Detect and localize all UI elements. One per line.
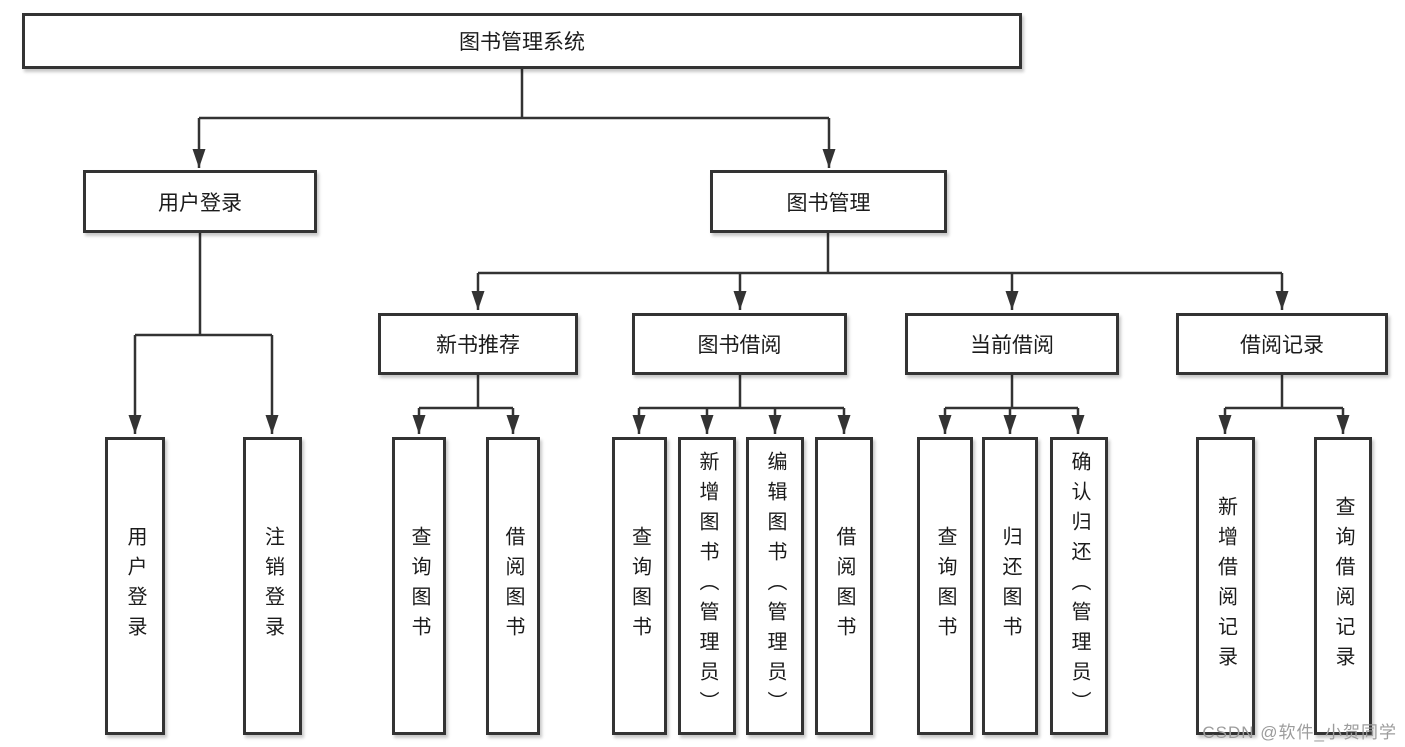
node-label: 图书管理系统 <box>459 31 585 54</box>
connector-book-management-branch <box>478 233 1282 275</box>
node-label: 用户登录 <box>158 191 242 215</box>
leaf-query-books-recommend: 查询图书 <box>392 437 446 735</box>
node-borrow-records: 借阅记录 <box>1176 313 1388 375</box>
node-book-borrow: 图书借阅 <box>632 313 847 375</box>
node-label: 当前借阅 <box>970 334 1054 357</box>
connector-book-borrow-branch <box>639 375 844 410</box>
leaf-confirm-return-admin: 确认归还（管理员） <box>1050 437 1108 735</box>
node-label: 借阅图书 <box>833 526 855 646</box>
leaf-borrow-books: 借阅图书 <box>815 437 873 735</box>
node-label: 图书管理 <box>786 191 871 215</box>
node-label: 用户登录 <box>124 526 146 646</box>
leaf-return-books: 归还图书 <box>982 437 1038 735</box>
node-new-book-recommend: 新书推荐 <box>378 313 578 375</box>
node-label: 新书推荐 <box>436 334 520 357</box>
node-user-login: 用户登录 <box>83 170 317 233</box>
connector-user-login-branch <box>135 233 272 337</box>
node-label: 编辑图书（管理员） <box>764 451 786 721</box>
node-library-management-system: 图书管理系统 <box>22 13 1022 69</box>
node-book-management: 图书管理 <box>710 170 947 233</box>
connector-new-book-branch <box>419 375 513 410</box>
leaf-add-borrow-record: 新增借阅记录 <box>1196 437 1255 735</box>
node-label: 归还图书 <box>999 526 1021 646</box>
node-label: 查询图书 <box>628 526 651 646</box>
node-label: 借阅记录 <box>1240 334 1324 357</box>
leaf-logout: 注销登录 <box>243 437 302 735</box>
leaf-edit-books-admin: 编辑图书（管理员） <box>746 437 804 735</box>
leaf-query-books-borrow: 查询图书 <box>612 437 667 735</box>
leaf-query-books-current: 查询图书 <box>917 437 973 735</box>
node-label: 借阅图书 <box>502 526 524 646</box>
node-label: 图书借阅 <box>697 334 782 357</box>
leaf-borrow-books-recommend: 借阅图书 <box>486 437 540 735</box>
node-label: 查询图书 <box>408 526 430 646</box>
leaf-query-borrow-record: 查询借阅记录 <box>1314 437 1372 735</box>
connector-borrow-records-branch <box>1225 375 1343 410</box>
node-current-borrow: 当前借阅 <box>905 313 1119 375</box>
node-label: 注销登录 <box>261 526 284 646</box>
node-label: 确认归还（管理员） <box>1068 451 1090 721</box>
node-label: 新增借阅记录 <box>1214 496 1237 676</box>
leaf-user-login: 用户登录 <box>105 437 165 735</box>
leaf-add-books-admin: 新增图书（管理员） <box>678 437 736 735</box>
node-label: 查询借阅记录 <box>1332 496 1354 676</box>
node-label: 查询图书 <box>934 526 956 646</box>
connector-root-branch <box>199 69 829 120</box>
node-label: 新增图书（管理员） <box>696 451 718 721</box>
connector-current-borrow-branch <box>945 375 1078 410</box>
watermark-text: CSDN @软件_小贺同学 <box>1202 723 1397 742</box>
